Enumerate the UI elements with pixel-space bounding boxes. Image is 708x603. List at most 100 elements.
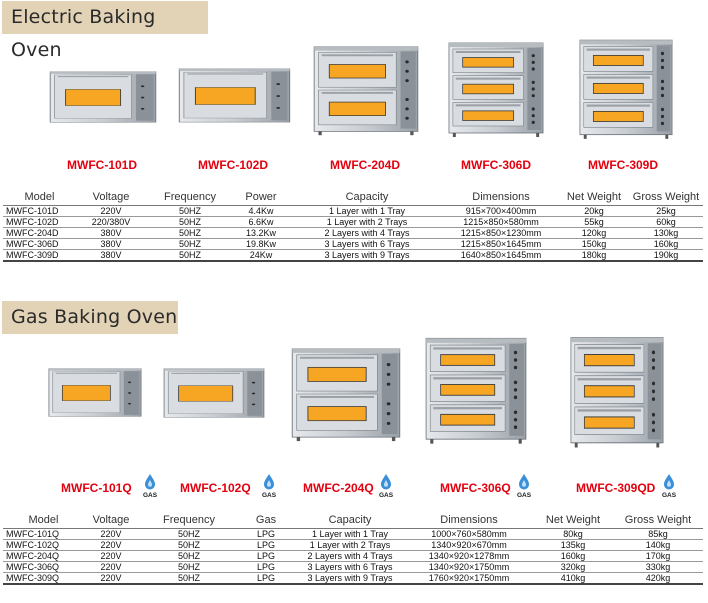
gas-spec-table: Model Voltage Frequency Gas Capacity Dim… — [3, 513, 703, 585]
oven-image-mwfc-101q — [47, 367, 143, 419]
column-header-frequency: Frequency — [149, 190, 231, 206]
electric-spec-table: Model Voltage Frequency Power Capacity D… — [3, 190, 703, 262]
table-cell: LPG — [237, 561, 295, 573]
table-cell: 135kg — [533, 539, 613, 551]
column-header-power: Power — [231, 190, 291, 206]
table-cell: 1340×920×1278mm — [405, 550, 533, 562]
oven-image-mwfc-204d — [312, 44, 420, 138]
table-cell: 190kg — [629, 249, 703, 262]
table-cell: 1000×760×580mm — [405, 528, 533, 540]
oven-image-mwfc-204q — [290, 346, 402, 444]
table-cell: 380V — [73, 238, 149, 250]
table-cell: 4.4Kw — [231, 205, 291, 217]
table-cell: 50HZ — [149, 216, 231, 228]
table-cell: LPG — [237, 572, 295, 585]
table-cell: 55kg — [559, 216, 629, 228]
table-cell: 1340×920×1750mm — [405, 561, 533, 573]
table-cell: 1 Layer with 1 Tray — [295, 528, 405, 540]
column-header-capacity: Capacity — [295, 513, 405, 529]
table-cell: 220V — [81, 550, 141, 562]
table-cell: 19.8Kw — [231, 238, 291, 250]
table-cell: 380V — [73, 249, 149, 262]
table-cell: 20kg — [559, 205, 629, 217]
column-header-gross-weight: Gross Weight — [613, 513, 703, 529]
table-cell: 6.6Kw — [231, 216, 291, 228]
table-cell: 330kg — [613, 561, 703, 573]
gas-drop-icon: GAS — [142, 473, 158, 499]
electric-section-title: Electric Baking Oven — [2, 1, 208, 61]
oven-image-mwfc-101d — [48, 70, 158, 125]
table-cell: 50HZ — [149, 205, 231, 217]
column-header-capacity: Capacity — [291, 190, 443, 206]
table-cell: 410kg — [533, 572, 613, 585]
column-header-model: Model — [3, 190, 73, 206]
table-cell: 1215×850×1230mm — [443, 227, 559, 239]
table-cell: 1215×850×580mm — [443, 216, 559, 228]
model-label-mwfc-101q: MWFC-101Q — [61, 481, 132, 495]
table-cell: 220V — [81, 572, 141, 585]
table-cell: LPG — [237, 528, 295, 540]
table-cell: 50HZ — [149, 238, 231, 250]
table-cell: 320kg — [533, 561, 613, 573]
column-header-voltage: Voltage — [73, 190, 149, 206]
column-header-gross-weight: Gross Weight — [629, 190, 703, 206]
table-cell: 50HZ — [141, 572, 237, 585]
table-cell: 1 Layer with 2 Trays — [295, 539, 405, 551]
table-cell: LPG — [237, 539, 295, 551]
table-cell: MWFC-102Q — [3, 539, 81, 551]
table-cell: 2 Layers with 4 Trays — [295, 550, 405, 562]
table-cell: 50HZ — [149, 249, 231, 262]
table-cell: LPG — [237, 550, 295, 562]
svg-text:GAS: GAS — [262, 492, 277, 499]
model-label-mwfc-204d: MWFC-204D — [330, 158, 401, 172]
table-cell: 120kg — [559, 227, 629, 239]
column-header-voltage: Voltage — [81, 513, 141, 529]
table-cell: 180kg — [559, 249, 629, 262]
table-cell: 50HZ — [141, 550, 237, 562]
table-cell: 150kg — [559, 238, 629, 250]
table-cell: 1 Layer with 1 Tray — [291, 205, 443, 217]
model-label-mwfc-204q: MWFC-204Q — [303, 481, 374, 495]
table-cell: MWFC-101Q — [3, 528, 81, 540]
table-cell: 50HZ — [141, 561, 237, 573]
table-cell: MWFC-102D — [3, 216, 73, 228]
model-label-mwfc-101d: MWFC-101D — [67, 158, 138, 172]
gas-drop-icon: GAS — [516, 473, 532, 499]
oven-image-mwfc-102q — [162, 367, 266, 420]
model-label-mwfc-102d: MWFC-102D — [198, 158, 269, 172]
table-cell: 420kg — [613, 572, 703, 585]
model-label-mwfc-309d: MWFC-309D — [588, 158, 659, 172]
table-cell: MWFC-101D — [3, 205, 73, 217]
table-cell: 1760×920×1750mm — [405, 572, 533, 585]
column-header-frequency: Frequency — [141, 513, 237, 529]
table-cell: MWFC-309Q — [3, 572, 81, 585]
svg-text:GAS: GAS — [143, 492, 158, 499]
table-cell: 3 Layers with 9 Trays — [291, 249, 443, 262]
table-cell: 13.2Kw — [231, 227, 291, 239]
table-cell: MWFC-204D — [3, 227, 73, 239]
table-cell: 220V — [81, 561, 141, 573]
table-cell: 160kg — [533, 550, 613, 562]
table-cell: 80kg — [533, 528, 613, 540]
gas-drop-icon: GAS — [661, 473, 677, 499]
table-cell: 2 Layers with 4 Trays — [291, 227, 443, 239]
table-cell: 24Kw — [231, 249, 291, 262]
table-cell: 130kg — [629, 227, 703, 239]
column-header-net-weight: Net Weight — [559, 190, 629, 206]
table-cell: 1340×920×670mm — [405, 539, 533, 551]
table-cell: 25kg — [629, 205, 703, 217]
oven-image-mwfc-102d — [177, 67, 292, 125]
table-cell: 220V — [73, 205, 149, 217]
table-cell: 140kg — [613, 539, 703, 551]
table-cell: 160kg — [629, 238, 703, 250]
column-header-model: Model — [3, 513, 81, 529]
